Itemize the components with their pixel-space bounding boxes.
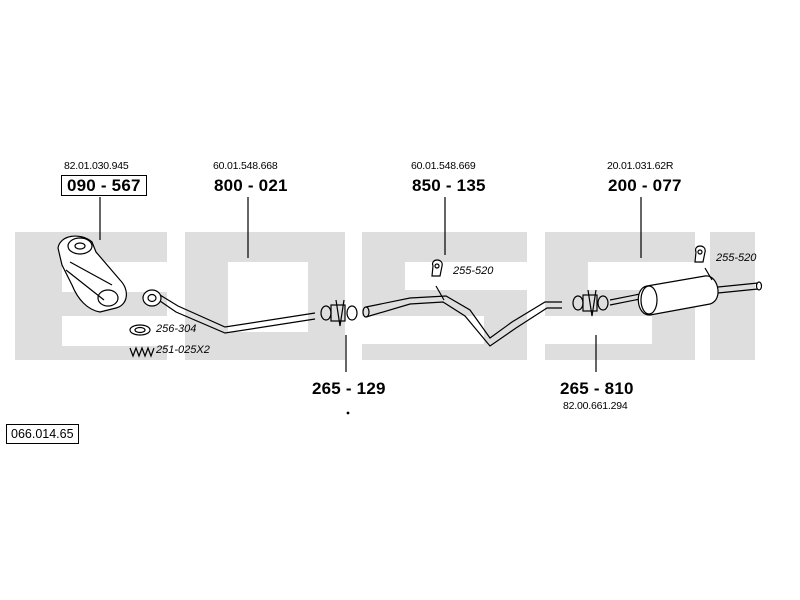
catalytic-converter-shape [57,235,127,313]
diagram-reference: 066.014.65 [6,424,79,444]
clamp-shape [572,289,609,317]
spring-shape [129,346,155,358]
rear-muffler-shape [609,267,763,316]
accessory-spring-label[interactable]: 251-025X2 [156,344,210,356]
part-oem-pipe1: 60.01.548.668 [213,160,278,172]
part-number-clamp1[interactable]: 265 - 129 [312,379,386,398]
gasket-shape [129,324,151,336]
part-number-front[interactable]: 090 - 567 [61,175,147,196]
part-oem-front: 82.01.030.945 [64,160,129,172]
part-oem-muffler: 20.01.031.62R [607,160,674,172]
accessory-gasket-label[interactable]: 256-304 [156,323,197,335]
part-oem-clamp2: 82.00.661.294 [563,400,628,412]
accessory-hanger1-label[interactable]: 255-520 [453,265,494,277]
part-number-pipe2[interactable]: 850 - 135 [412,176,486,195]
part-oem-pipe2: 60.01.548.669 [411,160,476,172]
part-number-muffler[interactable]: 200 - 077 [608,176,682,195]
hanger-shape [431,259,443,277]
part-number-clamp2[interactable]: 265 - 810 [560,379,634,398]
hanger-shape [694,245,706,263]
middle-pipe-shape [362,285,562,347]
accessory-hanger2-label[interactable]: 255-520 [716,252,757,264]
part-number-pipe1[interactable]: 800 - 021 [214,176,288,195]
clamp-shape [320,299,358,327]
front-pipe-shape [142,289,316,334]
